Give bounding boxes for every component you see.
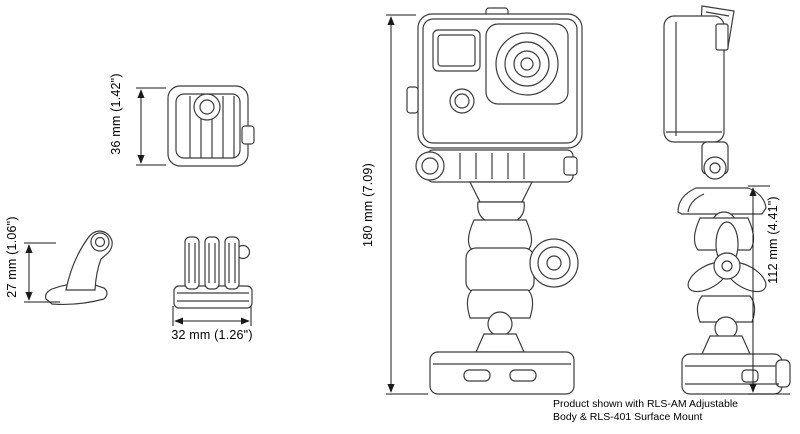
dimension-label-mount-assembly-height: 112 mm (4.41") — [766, 196, 780, 284]
dimension-label-small-mount-height: 27 mm (1.06") — [5, 216, 19, 298]
buckle-latch — [241, 125, 255, 145]
dimension-lines — [24, 14, 790, 395]
base-slot-right — [509, 369, 537, 382]
base-plate — [429, 351, 575, 395]
clamp-lower-cup — [466, 289, 534, 319]
buckle-plate — [426, 149, 574, 183]
quick-release-buckle-side-view — [167, 85, 255, 167]
upper-ball-socket — [477, 201, 525, 223]
dimension-label-total-height: 180 mm (7.09) — [361, 163, 375, 247]
camera-front-view — [406, 7, 583, 395]
base-plate-side — [681, 353, 783, 395]
dimension-label-small-mount-width: 32 mm (1.26") — [171, 328, 253, 342]
camera-side-tab — [406, 86, 419, 114]
pedestal-side — [701, 335, 751, 355]
lower-ball — [487, 311, 513, 337]
camera-body-side — [663, 15, 725, 143]
adjustable-base-dome — [677, 187, 767, 215]
dimension-label-buckle-height: 36 mm (1.42") — [109, 73, 123, 155]
base-tab-side — [775, 359, 791, 388]
pedestal — [475, 333, 525, 353]
camera-status-screen — [432, 29, 481, 72]
clamp-body — [465, 247, 535, 293]
mount-prongs-front-view — [173, 236, 253, 309]
caption-line-1: Product shown with RLS-AM Adjustable — [553, 398, 739, 410]
base-slot-side — [741, 369, 759, 383]
adhesive-mount-side-view — [45, 230, 113, 306]
base-slot-left — [463, 369, 491, 382]
arm-stem — [469, 181, 533, 203]
product-caption: Product shown with RLS-AM Adjustable Bod… — [553, 398, 738, 424]
clamp-upper-cup — [467, 219, 533, 251]
camera-lens-side — [715, 23, 729, 51]
caption-line-2: Body & RLS-401 Surface Mount — [553, 411, 703, 424]
camera-side-view — [663, 5, 791, 395]
